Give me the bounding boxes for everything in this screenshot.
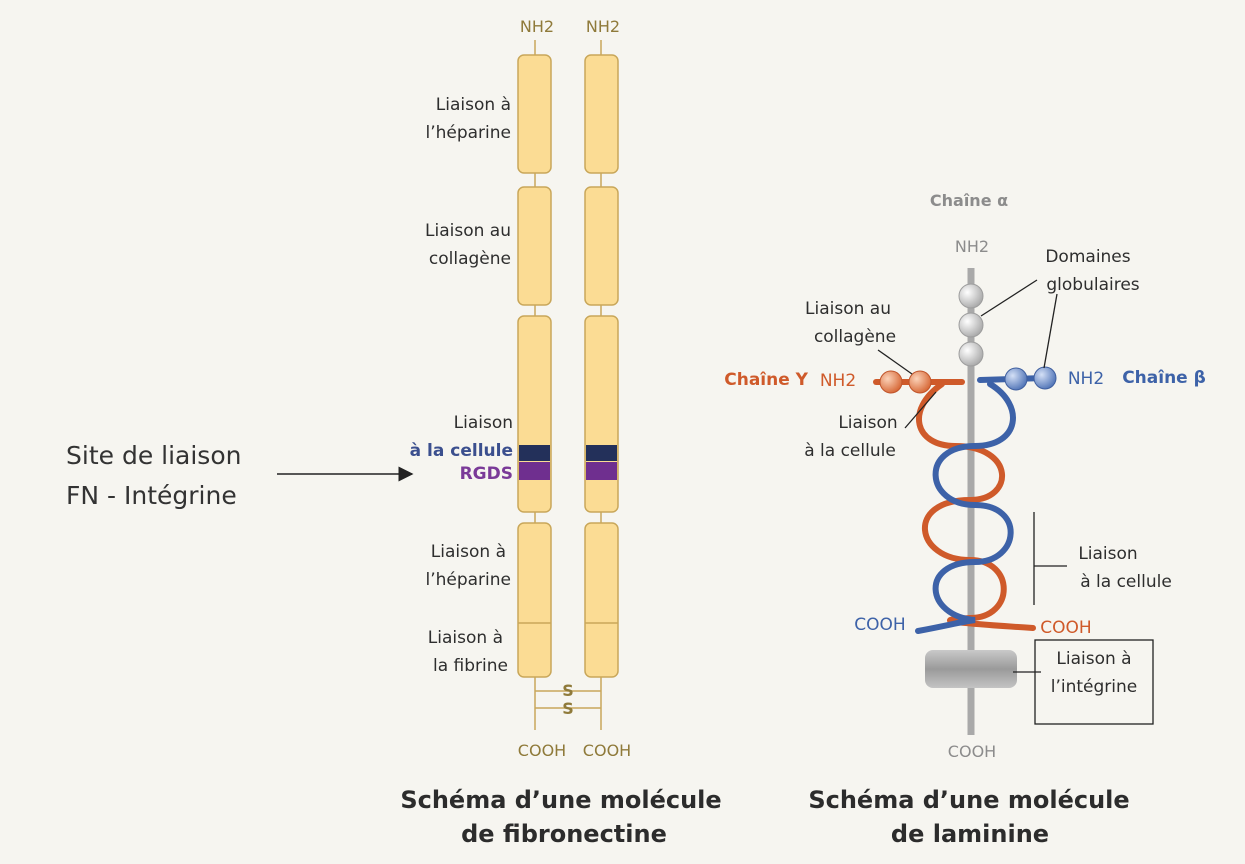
- fn-title-line1: Schéma d’une molécule: [400, 786, 721, 814]
- alpha-globular-domain-2: [958, 312, 984, 338]
- fn-left-cell-band: [519, 445, 550, 461]
- laminin-integrin-domain: [925, 650, 1017, 688]
- laminin-title-line1: Schéma d’une molécule: [808, 786, 1129, 814]
- alpha-globular-domain-3: [958, 341, 984, 367]
- laminin-cooh-blue: COOH: [854, 615, 905, 635]
- laminin-domaines-line2: globulaires: [1046, 275, 1139, 295]
- fn-title-line2: de fibronectine: [461, 820, 667, 848]
- fn-right-domain-cell: [584, 315, 619, 513]
- laminin-cell-right-line1: Liaison: [1078, 544, 1137, 564]
- fn-label-heparin-1-line1: Liaison à: [436, 95, 511, 115]
- site-label-line2: FN - Intégrine: [66, 481, 237, 510]
- fn-label-heparin-2-line1: Liaison à: [431, 542, 506, 562]
- fn-right-cell-band: [586, 445, 617, 461]
- laminin-nh2-alpha: NH2: [955, 237, 989, 256]
- fn-nh2-left: NH2: [520, 17, 554, 36]
- fn-right-domain-heparin-fibrin: [584, 522, 619, 678]
- gamma-globular-domain-1: [879, 370, 903, 394]
- fn-label-cell-line2: à la cellule: [410, 441, 513, 461]
- leader-collagen: [877, 349, 913, 375]
- laminin-collagen-line1: Liaison au: [805, 299, 891, 319]
- gamma-globular-domain-2: [908, 370, 932, 394]
- fn-left-domain-heparin-1: [517, 54, 552, 174]
- fn-label-heparin-1-line2: l’héparine: [425, 123, 511, 143]
- laminin-integrin-line2: l’intégrine: [1051, 677, 1138, 697]
- disulfide-label-1: S: [562, 681, 574, 700]
- fn-label-fibrin-line2: la fibrine: [433, 656, 508, 676]
- fn-cooh-left: COOH: [518, 741, 566, 760]
- laminin-cooh-alpha: COOH: [948, 742, 996, 761]
- fn-nh2-right: NH2: [586, 17, 620, 36]
- fn-label-collagen-line2: collagène: [429, 249, 511, 269]
- laminin-beta-coil: [915, 381, 1016, 634]
- fn-left-domain-collagen: [517, 186, 552, 306]
- fn-right-domain-heparin-1: [584, 54, 619, 174]
- integrin-label-box: [1034, 639, 1154, 725]
- fn-label-cell-line1: Liaison: [454, 413, 513, 433]
- laminin-cooh-orange: COOH: [1040, 618, 1091, 638]
- beta-globular-domain-2: [1033, 366, 1057, 390]
- fn-left-domain-heparin-fibrin: [517, 522, 552, 678]
- site-annotation: Site de liaison FN - Intégrine: [66, 441, 414, 510]
- alpha-globular-domain-1: [958, 283, 984, 309]
- laminin-nh2-gamma: NH2: [820, 371, 856, 391]
- laminin-nh2-beta: NH2: [1068, 369, 1104, 389]
- disulfide-label-2: S: [562, 699, 574, 718]
- laminin-cell-top-line2: à la cellule: [804, 441, 896, 461]
- fn-cooh-right: COOH: [583, 741, 631, 760]
- laminin-diagram: Chaîne α NH2 Domaines globulaires Liaiso…: [724, 191, 1206, 848]
- laminin-domaines-line1: Domaines: [1045, 247, 1130, 267]
- fn-label-heparin-2-line2: l’héparine: [425, 570, 511, 590]
- fn-label-rgds: RGDS: [460, 464, 513, 484]
- laminin-chain-gamma-label: Chaîne Y: [724, 370, 808, 390]
- leader-domaines-alpha: [980, 279, 1038, 317]
- fn-label-collagen-line1: Liaison au: [425, 221, 511, 241]
- site-label-line1: Site de liaison: [66, 441, 241, 470]
- laminin-chain-alpha-label: Chaîne α: [930, 191, 1008, 210]
- fn-right-rgds-band: [586, 462, 617, 480]
- fibronectin-diagram: S S NH2 NH2 COOH COOH Liaison à l’hépari…: [400, 17, 721, 848]
- laminin-collagen-line2: collagène: [814, 327, 896, 347]
- fn-left-domain-cell: [517, 315, 552, 513]
- leader-cell-top: [904, 391, 937, 429]
- laminin-cell-right-line2: à la cellule: [1080, 572, 1172, 592]
- beta-globular-domain-1: [1004, 367, 1028, 391]
- laminin-title-line2: de laminine: [891, 820, 1049, 848]
- laminin-cell-top-line1: Liaison: [838, 413, 897, 433]
- leader-domaines-beta: [1043, 293, 1058, 369]
- fn-left-rgds-band: [519, 462, 550, 480]
- laminin-integrin-line1: Liaison à: [1056, 649, 1131, 669]
- fn-label-fibrin-line1: Liaison à: [428, 628, 503, 648]
- laminin-chain-beta-label: Chaîne β: [1122, 368, 1206, 388]
- fn-right-domain-collagen: [584, 186, 619, 306]
